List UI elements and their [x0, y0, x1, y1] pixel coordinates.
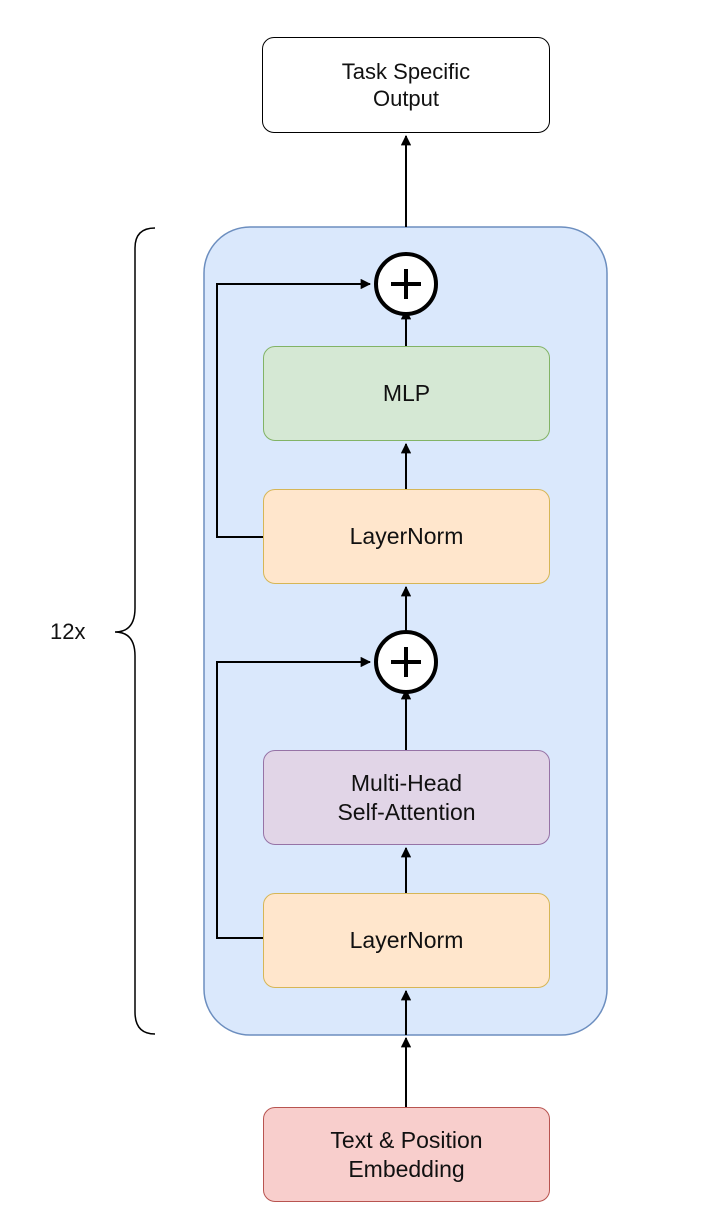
layernorm-bottom-label: LayerNorm — [349, 927, 464, 954]
add-node-bottom — [374, 630, 438, 694]
residual-connection-top — [216, 278, 372, 538]
embedding-node: Text & Position Embedding — [263, 1107, 550, 1202]
plus-circle-icon — [374, 630, 438, 694]
residual-connection-bottom — [216, 656, 372, 939]
layernorm-node-top: LayerNorm — [263, 489, 550, 584]
layernorm-node-bottom: LayerNorm — [263, 893, 550, 988]
repeat-brace — [114, 227, 156, 1035]
layernorm-top-label: LayerNorm — [349, 523, 464, 550]
task-output-label: Task Specific Output — [341, 58, 471, 112]
multi-head-attention-node: Multi-Head Self-Attention — [263, 750, 550, 845]
attention-label: Multi-Head Self-Attention — [337, 769, 476, 825]
mlp-node: MLP — [263, 346, 550, 441]
repeat-count-label: 12x — [50, 619, 86, 644]
embedding-label: Text & Position Embedding — [330, 1126, 483, 1182]
plus-circle-icon — [374, 252, 438, 316]
add-node-top — [374, 252, 438, 316]
task-output-node: Task Specific Output — [262, 37, 550, 133]
mlp-label: MLP — [382, 380, 431, 407]
